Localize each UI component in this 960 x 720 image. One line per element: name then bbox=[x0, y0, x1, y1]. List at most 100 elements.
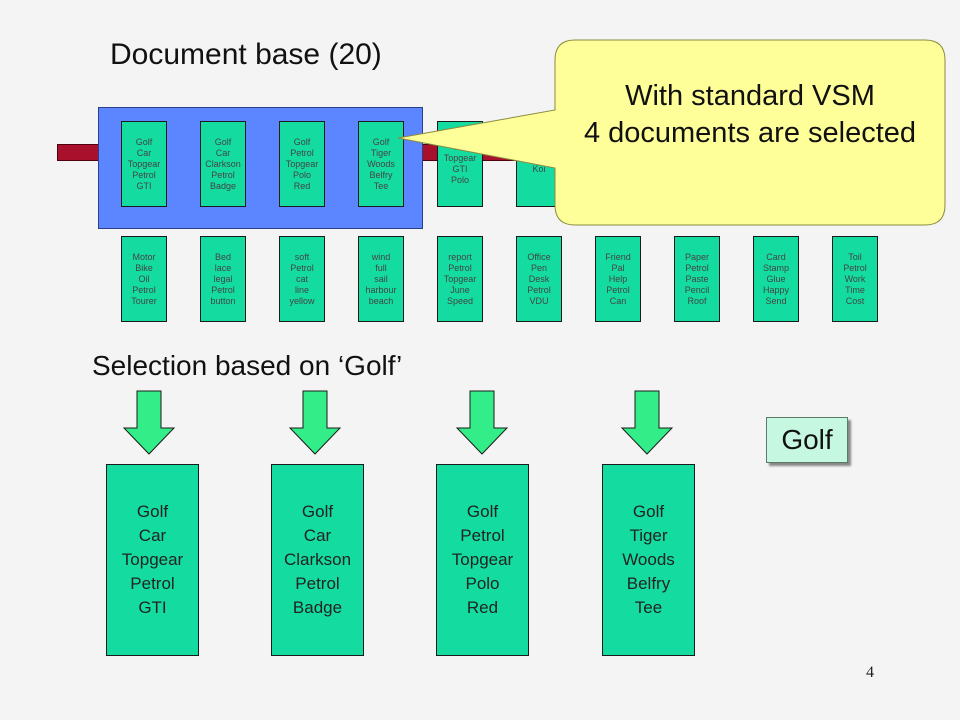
callout-text: With standard VSM 4 documents are select… bbox=[556, 78, 944, 152]
document-word: Petrol bbox=[130, 574, 175, 593]
document-word: Petrol bbox=[295, 574, 340, 593]
document-word: report bbox=[448, 251, 472, 262]
document-word: Golf bbox=[372, 136, 390, 147]
document-word: Clarkson bbox=[205, 158, 241, 169]
document-word: Pal bbox=[611, 262, 625, 273]
document-word: Golf bbox=[293, 136, 311, 147]
document-word: Golf bbox=[632, 502, 665, 521]
document-word: Topgear bbox=[127, 158, 161, 169]
document-word: sail bbox=[374, 273, 388, 284]
document-word: full bbox=[375, 262, 387, 273]
document-word: Paste bbox=[685, 273, 709, 284]
document-word: Pen bbox=[530, 262, 547, 273]
document-word: Red bbox=[293, 180, 311, 191]
document-word: Red bbox=[466, 598, 499, 617]
document-word: Can bbox=[609, 295, 627, 306]
document-word: Car bbox=[303, 526, 332, 545]
document-word: wind bbox=[371, 251, 391, 262]
document-word: GTI bbox=[136, 180, 152, 191]
document-word: VDU bbox=[529, 295, 549, 306]
document-word: Bed bbox=[214, 251, 231, 262]
callout-shape bbox=[397, 39, 946, 226]
document-word: Clarkson bbox=[283, 550, 352, 569]
document-word: Card bbox=[766, 251, 786, 262]
document-word: Belfry bbox=[626, 574, 671, 593]
document-word: Petrol bbox=[843, 262, 867, 273]
query-term-button[interactable]: Golf bbox=[766, 417, 848, 463]
document-word: Badge bbox=[292, 598, 343, 617]
document-word: Office bbox=[527, 251, 551, 262]
document-word: Tee bbox=[373, 180, 389, 191]
document-word: Petrol bbox=[211, 284, 235, 295]
document-word: cat bbox=[295, 273, 308, 284]
document-word: Petrol bbox=[132, 284, 156, 295]
document-word: line bbox=[294, 284, 309, 295]
document-word: Tiger bbox=[370, 147, 392, 158]
document-word: Petrol bbox=[685, 262, 709, 273]
document-word: Golf bbox=[301, 502, 334, 521]
document-word: Golf bbox=[466, 502, 499, 521]
document-word: Help bbox=[608, 273, 628, 284]
document-word: beach bbox=[368, 295, 394, 306]
document-word: Friend bbox=[605, 251, 631, 262]
document-word: Topgear bbox=[451, 550, 514, 569]
document-word: Car bbox=[136, 147, 152, 158]
document-word: Glue bbox=[766, 273, 786, 284]
down-arrow-icon bbox=[122, 390, 176, 455]
document-word: Oil bbox=[138, 273, 150, 284]
down-arrow-icon bbox=[455, 390, 509, 455]
document-word: legal bbox=[213, 273, 233, 284]
document-word: GTI bbox=[138, 598, 167, 617]
document-word: Belfry bbox=[369, 169, 393, 180]
document-word: Car bbox=[138, 526, 167, 545]
document-word: Speed bbox=[446, 295, 474, 306]
document-word: Petrol bbox=[460, 526, 505, 545]
document-word: Topgear bbox=[443, 153, 477, 163]
document-word: Tiger bbox=[629, 526, 668, 545]
selection-caption: Selection based on ‘Golf’ bbox=[92, 350, 403, 381]
document-word: Happy bbox=[762, 284, 789, 295]
page-number: 4 bbox=[866, 664, 874, 681]
document-word: Petrol bbox=[290, 147, 314, 158]
document-word: Golf bbox=[136, 502, 169, 521]
callout-bubble bbox=[397, 39, 946, 226]
document-word: Toil bbox=[848, 251, 862, 262]
document-word: Petrol bbox=[211, 169, 235, 180]
document-word: Roof bbox=[687, 295, 707, 306]
document-word: Desk bbox=[528, 273, 550, 284]
callout-line-2: 4 documents are selected bbox=[583, 117, 917, 149]
document-word: Car bbox=[215, 147, 231, 158]
document-word: Stamp bbox=[762, 262, 789, 273]
document-word: Topgear bbox=[285, 158, 319, 169]
document-word: Petrol bbox=[290, 262, 314, 273]
document-word: Koi bbox=[532, 164, 546, 174]
document-word: Petrol bbox=[606, 284, 630, 295]
document-word: Woods bbox=[367, 158, 395, 169]
document-word: Cost bbox=[845, 295, 865, 306]
down-arrow-icon bbox=[288, 390, 342, 455]
document-word: Polo bbox=[450, 175, 469, 185]
document-word: Time bbox=[845, 284, 865, 295]
document-word: Tee bbox=[634, 598, 663, 617]
document-word: Work bbox=[844, 273, 866, 284]
document-word: Topgear bbox=[443, 273, 477, 284]
document-word: Petrol bbox=[527, 284, 551, 295]
document-word: Polo bbox=[465, 574, 500, 593]
document-word: June bbox=[450, 284, 470, 295]
document-word: Golf bbox=[135, 136, 153, 147]
document-word: Woods bbox=[622, 550, 675, 569]
